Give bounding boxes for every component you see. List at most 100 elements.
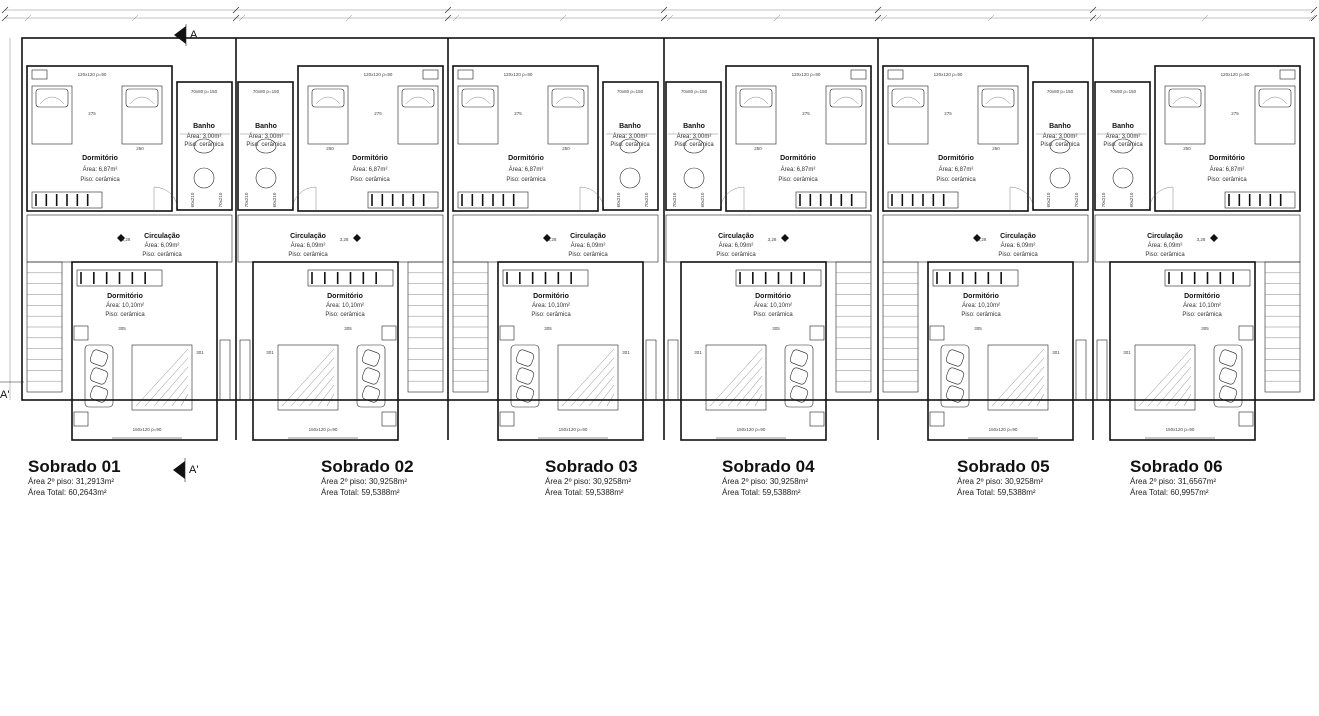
dimension-250: 250 bbox=[1183, 146, 1191, 151]
dimension-305: 305 bbox=[544, 326, 552, 331]
armchair bbox=[789, 349, 809, 367]
dimension-lines bbox=[1, 6, 1318, 400]
armchair bbox=[789, 367, 809, 385]
wardrobe bbox=[932, 269, 1019, 287]
toilet bbox=[1112, 138, 1134, 154]
room-area-circulacao: Área: 6,09m² bbox=[1001, 242, 1036, 249]
room-area-dormitorio: Área: 6,87m² bbox=[353, 166, 388, 173]
armchair-set bbox=[784, 344, 814, 408]
bath-walls bbox=[665, 81, 722, 211]
window-tag-lower: 150x120 p=90 bbox=[559, 427, 588, 432]
room-area-banho: Área: 3,00m² bbox=[613, 133, 648, 140]
door-tag-60x210: 60x210 bbox=[616, 192, 621, 207]
room-name-banho: Banho bbox=[683, 123, 705, 130]
toilet bbox=[683, 138, 705, 154]
cut-arrow-bottom bbox=[173, 461, 185, 479]
room-area-dormitorio-lower: Área: 10,10m² bbox=[106, 302, 144, 309]
bed-pillow bbox=[125, 88, 159, 108]
window-tag-lower: 150x120 p=90 bbox=[737, 427, 766, 432]
level-mark: 3,28 bbox=[978, 237, 987, 242]
sink bbox=[255, 167, 277, 189]
cut-arrow-top bbox=[174, 26, 186, 44]
armchair-set bbox=[1213, 344, 1243, 408]
room-name-dormitorio-lower: Dormitório bbox=[1184, 293, 1220, 300]
dimension-tick bbox=[1310, 14, 1318, 22]
bed-hatch bbox=[736, 375, 763, 407]
dimension-250: 250 bbox=[754, 146, 762, 151]
upper-bedroom-walls bbox=[882, 65, 1029, 212]
dimension-275: 275 bbox=[1231, 111, 1239, 116]
bed-hatch bbox=[561, 348, 615, 407]
bed-hatch bbox=[991, 348, 1045, 407]
bath-walls bbox=[176, 81, 233, 211]
room-floor-circulacao: Piso: cerâmica bbox=[998, 252, 1038, 258]
nightstand bbox=[381, 411, 397, 427]
bed-sheet-fold bbox=[465, 96, 491, 105]
unit-title: Sobrado 01 bbox=[28, 457, 121, 476]
window-box bbox=[887, 69, 904, 80]
dimension-305: 305 bbox=[344, 326, 352, 331]
dimension-tick-minor bbox=[666, 14, 674, 22]
bed-hatch bbox=[1027, 384, 1045, 407]
nightstand bbox=[1238, 411, 1254, 427]
door-swing bbox=[719, 186, 745, 212]
dimension-275: 275 bbox=[88, 111, 96, 116]
unit-area-total: Área Total: 59,5388m² bbox=[957, 488, 1036, 497]
bed-outline bbox=[735, 85, 777, 145]
room-floor-banho: Piso: cerâmica bbox=[1103, 142, 1143, 148]
room-area-dormitorio-lower: Área: 10,10m² bbox=[532, 302, 570, 309]
window-tag-lower: 150x120 p=90 bbox=[309, 427, 338, 432]
bed-hatch bbox=[162, 375, 189, 407]
room-name-dormitorio-lower: Dormitório bbox=[755, 293, 791, 300]
dimension-tick bbox=[874, 14, 882, 22]
window-tag-bath: 70x80 p=150 bbox=[681, 89, 708, 94]
window-tag-lower: 150x120 p=90 bbox=[989, 427, 1018, 432]
bed-sheet-fold bbox=[985, 96, 1011, 105]
bed-outline bbox=[307, 85, 349, 145]
dimension-tick bbox=[1310, 6, 1318, 14]
room-area-circulacao: Área: 6,09m² bbox=[1148, 242, 1183, 249]
bed-hatch bbox=[1147, 357, 1192, 407]
dimension-305: 305 bbox=[772, 326, 780, 331]
room-floor-dormitorio: Piso: cerâmica bbox=[80, 177, 120, 183]
bed-sheet-fold bbox=[555, 96, 581, 105]
armchair-set bbox=[940, 344, 970, 408]
room-floor-dormitorio: Piso: cerâmica bbox=[350, 177, 390, 183]
room-area-dormitorio: Área: 6,87m² bbox=[781, 166, 816, 173]
room-name-dormitorio-lower: Dormitório bbox=[533, 293, 569, 300]
bed-pillow bbox=[551, 88, 585, 108]
room-floor-dormitorio-lower: Piso: cerâmica bbox=[753, 312, 793, 318]
bed-hatch bbox=[317, 384, 335, 407]
room-area-dormitorio: Área: 6,87m² bbox=[939, 166, 974, 173]
bed-sheet-fold bbox=[1172, 96, 1198, 105]
door-tag-70x210: 70x210 bbox=[672, 192, 677, 207]
dimension-tick bbox=[1089, 14, 1097, 22]
room-area-banho: Área: 3,00m² bbox=[249, 133, 284, 140]
unit-area-total: Área Total: 59,5388m² bbox=[321, 488, 400, 497]
room-name-circulacao: Circulação bbox=[718, 233, 754, 240]
room-area-dormitorio-lower: Área: 10,10m² bbox=[754, 302, 792, 309]
dimension-275: 275 bbox=[374, 111, 382, 116]
closet-door bbox=[239, 339, 251, 401]
window-tag-bath: 70x80 p=150 bbox=[1047, 89, 1074, 94]
room-floor-dormitorio: Piso: cerâmica bbox=[936, 177, 976, 183]
bed-hatch bbox=[597, 384, 615, 407]
room-name-dormitorio: Dormitório bbox=[82, 155, 118, 162]
nightstand bbox=[73, 411, 89, 427]
window-box bbox=[422, 69, 439, 80]
unit-title: Sobrado 06 bbox=[1130, 457, 1223, 476]
dimension-tick-minor bbox=[880, 14, 888, 22]
wardrobe bbox=[735, 269, 822, 287]
double-bed bbox=[987, 344, 1049, 411]
dimension-250: 250 bbox=[992, 146, 1000, 151]
room-name-dormitorio: Dormitório bbox=[780, 155, 816, 162]
cut-label-bottom: A' bbox=[189, 464, 198, 476]
level-mark: 3,28 bbox=[768, 237, 777, 242]
cut-label-left: A' bbox=[0, 389, 9, 401]
room-floor-banho: Piso: cerâmica bbox=[184, 142, 224, 148]
room-floor-banho: Piso: cerâmica bbox=[674, 142, 714, 148]
lower-bedroom-walls bbox=[680, 261, 827, 441]
